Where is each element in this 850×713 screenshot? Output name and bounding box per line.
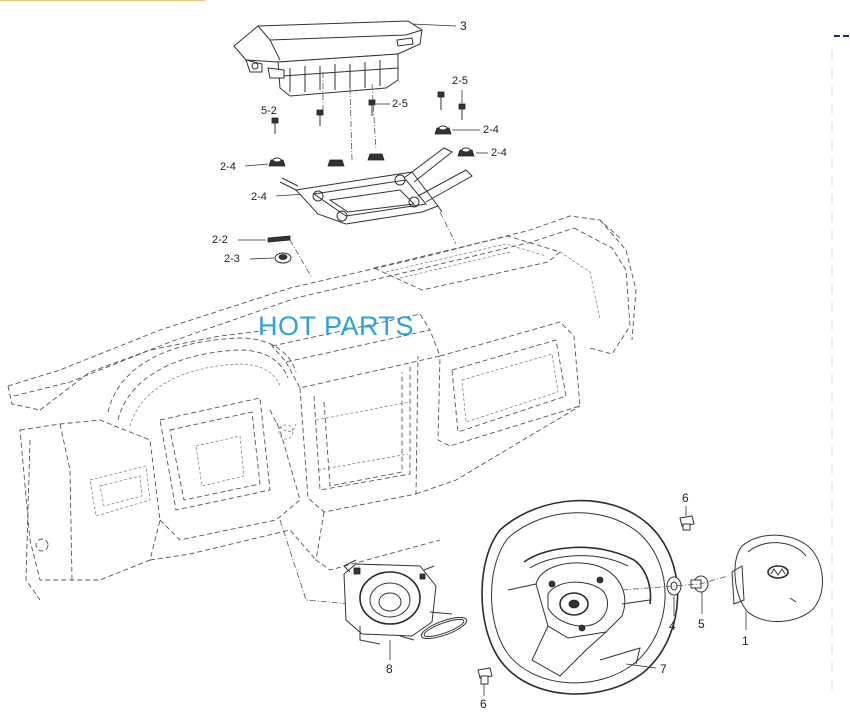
driver-airbag-module bbox=[731, 534, 823, 623]
callout-nut-left-lower: 2-4 bbox=[251, 191, 267, 203]
bolt-right-1 bbox=[437, 91, 445, 110]
bolt-upper-left bbox=[271, 117, 279, 134]
airbag-mounting-bracket bbox=[279, 147, 473, 225]
callout-bolt-upper-right: 2-5 bbox=[452, 75, 468, 87]
bolt-right-2 bbox=[458, 103, 466, 120]
callout-screw-top-wheel: 6 bbox=[682, 491, 689, 505]
callout-steering-wheel: 7 bbox=[660, 662, 667, 676]
bolt-mid-1 bbox=[316, 109, 324, 126]
callout-bolt-wheel: 5 bbox=[698, 617, 705, 631]
screw-top-wheel bbox=[679, 515, 695, 531]
clock-spring bbox=[343, 559, 468, 645]
nut-center-2 bbox=[367, 153, 385, 161]
bolt-mid-2 bbox=[368, 99, 376, 116]
callout-nut-left-upper: 2-4 bbox=[220, 161, 236, 173]
callout-nut-right-upper: 2-4 bbox=[483, 124, 499, 136]
steering-wheel bbox=[481, 499, 679, 695]
watermark-text: HOT PARTS bbox=[258, 311, 414, 341]
nut-center-1 bbox=[327, 159, 345, 167]
passenger-airbag-module bbox=[233, 20, 423, 97]
callout-nut-right-lower: 2-4 bbox=[491, 147, 507, 159]
callout-clock-spring: 8 bbox=[386, 662, 393, 676]
screw-bottom-wheel bbox=[477, 667, 493, 685]
callout-airbag-module-passenger: 3 bbox=[460, 19, 467, 33]
screw-2-2 bbox=[267, 235, 291, 243]
callout-screw-bottom-wheel: 6 bbox=[480, 697, 487, 711]
callout-bolt-upper-middle: 2-5 bbox=[392, 98, 408, 110]
nut-right-upper bbox=[434, 125, 452, 135]
clip-2-3 bbox=[274, 252, 292, 264]
callout-bolt-upper-left: 5-2 bbox=[261, 105, 277, 117]
callout-clip-dash: 2-3 bbox=[224, 253, 240, 265]
nut-left-upper bbox=[268, 157, 286, 167]
instrument-panel bbox=[7, 215, 637, 605]
callout-airbag-module-driver: 1 bbox=[742, 634, 749, 648]
callout-washer: 4 bbox=[669, 619, 676, 633]
callout-screw-dash: 2-2 bbox=[212, 234, 228, 246]
nut-right-lower bbox=[457, 147, 475, 157]
